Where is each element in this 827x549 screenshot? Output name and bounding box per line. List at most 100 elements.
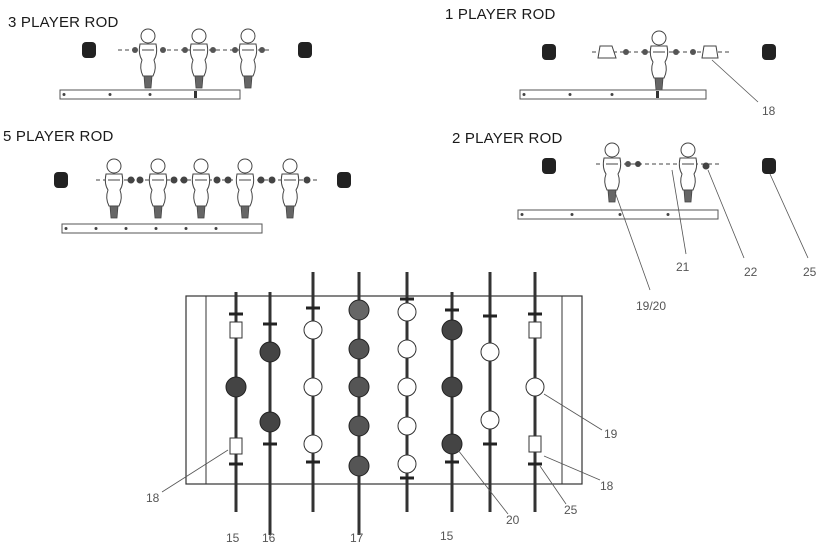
washer (623, 49, 629, 55)
table-rod (225, 292, 247, 512)
leader-line (457, 449, 509, 515)
rod-hole (618, 213, 622, 216)
player-figure (138, 28, 158, 89)
bumper (701, 45, 719, 59)
callout-two-rod-handle: 25 (803, 265, 817, 279)
callout-table-rod-16: 16 (262, 531, 276, 545)
bumper (229, 437, 243, 455)
player-light (397, 377, 417, 397)
rod-hole (62, 93, 66, 96)
player-dark (348, 376, 370, 398)
player-dark (225, 376, 247, 398)
player-light (525, 377, 545, 397)
one-player-rod-group: 18 (519, 30, 776, 118)
handle-cap-right (762, 158, 776, 174)
rod-pin (194, 91, 197, 98)
washer (625, 161, 631, 167)
bumper (528, 321, 542, 339)
washer (642, 49, 648, 55)
leader-line (671, 169, 687, 255)
rod-hole (610, 93, 614, 96)
rod-hole (154, 227, 158, 230)
player-dark (348, 455, 370, 477)
handle-cap-right (337, 172, 351, 188)
player-figure (148, 158, 168, 219)
player-light (397, 416, 417, 436)
table-rod (259, 292, 281, 535)
callout-two-rod-washer: 22 (744, 265, 758, 279)
player-figure (678, 142, 698, 203)
rod-hole (108, 93, 112, 96)
table-rod (303, 272, 323, 512)
washer (180, 176, 188, 184)
table-rod (348, 272, 370, 535)
washer (257, 176, 265, 184)
handle-cap-left (54, 172, 68, 188)
leader-line (543, 393, 603, 431)
five-player-rod-group (54, 158, 351, 234)
rod-hole (522, 93, 526, 96)
table-rod (441, 292, 463, 512)
handle-cap-left (542, 158, 556, 174)
table-assembly: 18 15 16 17 15 20 25 18 19 (146, 272, 618, 545)
callout-table-bumper-left: 18 (146, 491, 160, 505)
washer (213, 176, 221, 184)
table-frame (185, 295, 583, 485)
washer (136, 176, 144, 184)
two-player-rod-title: 2 PLAYER ROD (452, 130, 563, 147)
leader-line (711, 59, 759, 103)
player-figure (649, 30, 669, 91)
player-figure (238, 28, 258, 89)
three-player-rod-group (59, 28, 312, 100)
callout-one-rod-bumper: 18 (762, 104, 776, 118)
leader-line (769, 173, 809, 259)
rod-hole (184, 227, 188, 230)
table-rod (397, 272, 417, 512)
player-dark (441, 319, 463, 341)
rod-hole (214, 227, 218, 230)
table-rod (525, 272, 545, 512)
one-player-rod-title: 1 PLAYER ROD (445, 6, 556, 23)
washer (210, 47, 216, 53)
player-light (397, 454, 417, 474)
two-player-rod-group: 19/20 21 22 25 (517, 142, 817, 313)
player-dark (259, 341, 281, 363)
player-dark (348, 299, 370, 321)
washer (673, 49, 679, 55)
bumper (597, 45, 617, 59)
leader-line (161, 449, 229, 493)
player-figure (602, 142, 622, 203)
washer (160, 47, 166, 53)
callout-table-rod-15b: 15 (440, 529, 454, 543)
rod-bar (517, 209, 719, 220)
player-light (480, 342, 500, 362)
callout-table-player-20: 20 (506, 513, 520, 527)
player-light (303, 377, 323, 397)
handle-cap-left (82, 42, 96, 58)
rod-hole (570, 213, 574, 216)
washer (702, 162, 710, 170)
player-light (303, 320, 323, 340)
handle-cap-right (298, 42, 312, 58)
leader-line (707, 169, 745, 259)
rod-hole (666, 213, 670, 216)
rod-hole (124, 227, 128, 230)
rod-hole (568, 93, 572, 96)
rod-bar (61, 223, 263, 234)
washer (303, 176, 311, 184)
callout-table-rod-15a: 15 (226, 531, 240, 545)
callout-table-player-19: 19 (604, 427, 618, 441)
washer (224, 176, 232, 184)
player-figure (191, 158, 211, 219)
player-figure (189, 28, 209, 89)
washer (635, 161, 641, 167)
callout-table-bumper-right: 18 (600, 479, 614, 493)
callout-table-handle-25: 25 (564, 503, 578, 517)
washer (127, 176, 135, 184)
washer (132, 47, 138, 53)
player-dark (441, 433, 463, 455)
three-player-rod-title: 3 PLAYER ROD (8, 14, 119, 31)
five-player-rod-title: 5 PLAYER ROD (3, 128, 114, 145)
washer (259, 47, 265, 53)
